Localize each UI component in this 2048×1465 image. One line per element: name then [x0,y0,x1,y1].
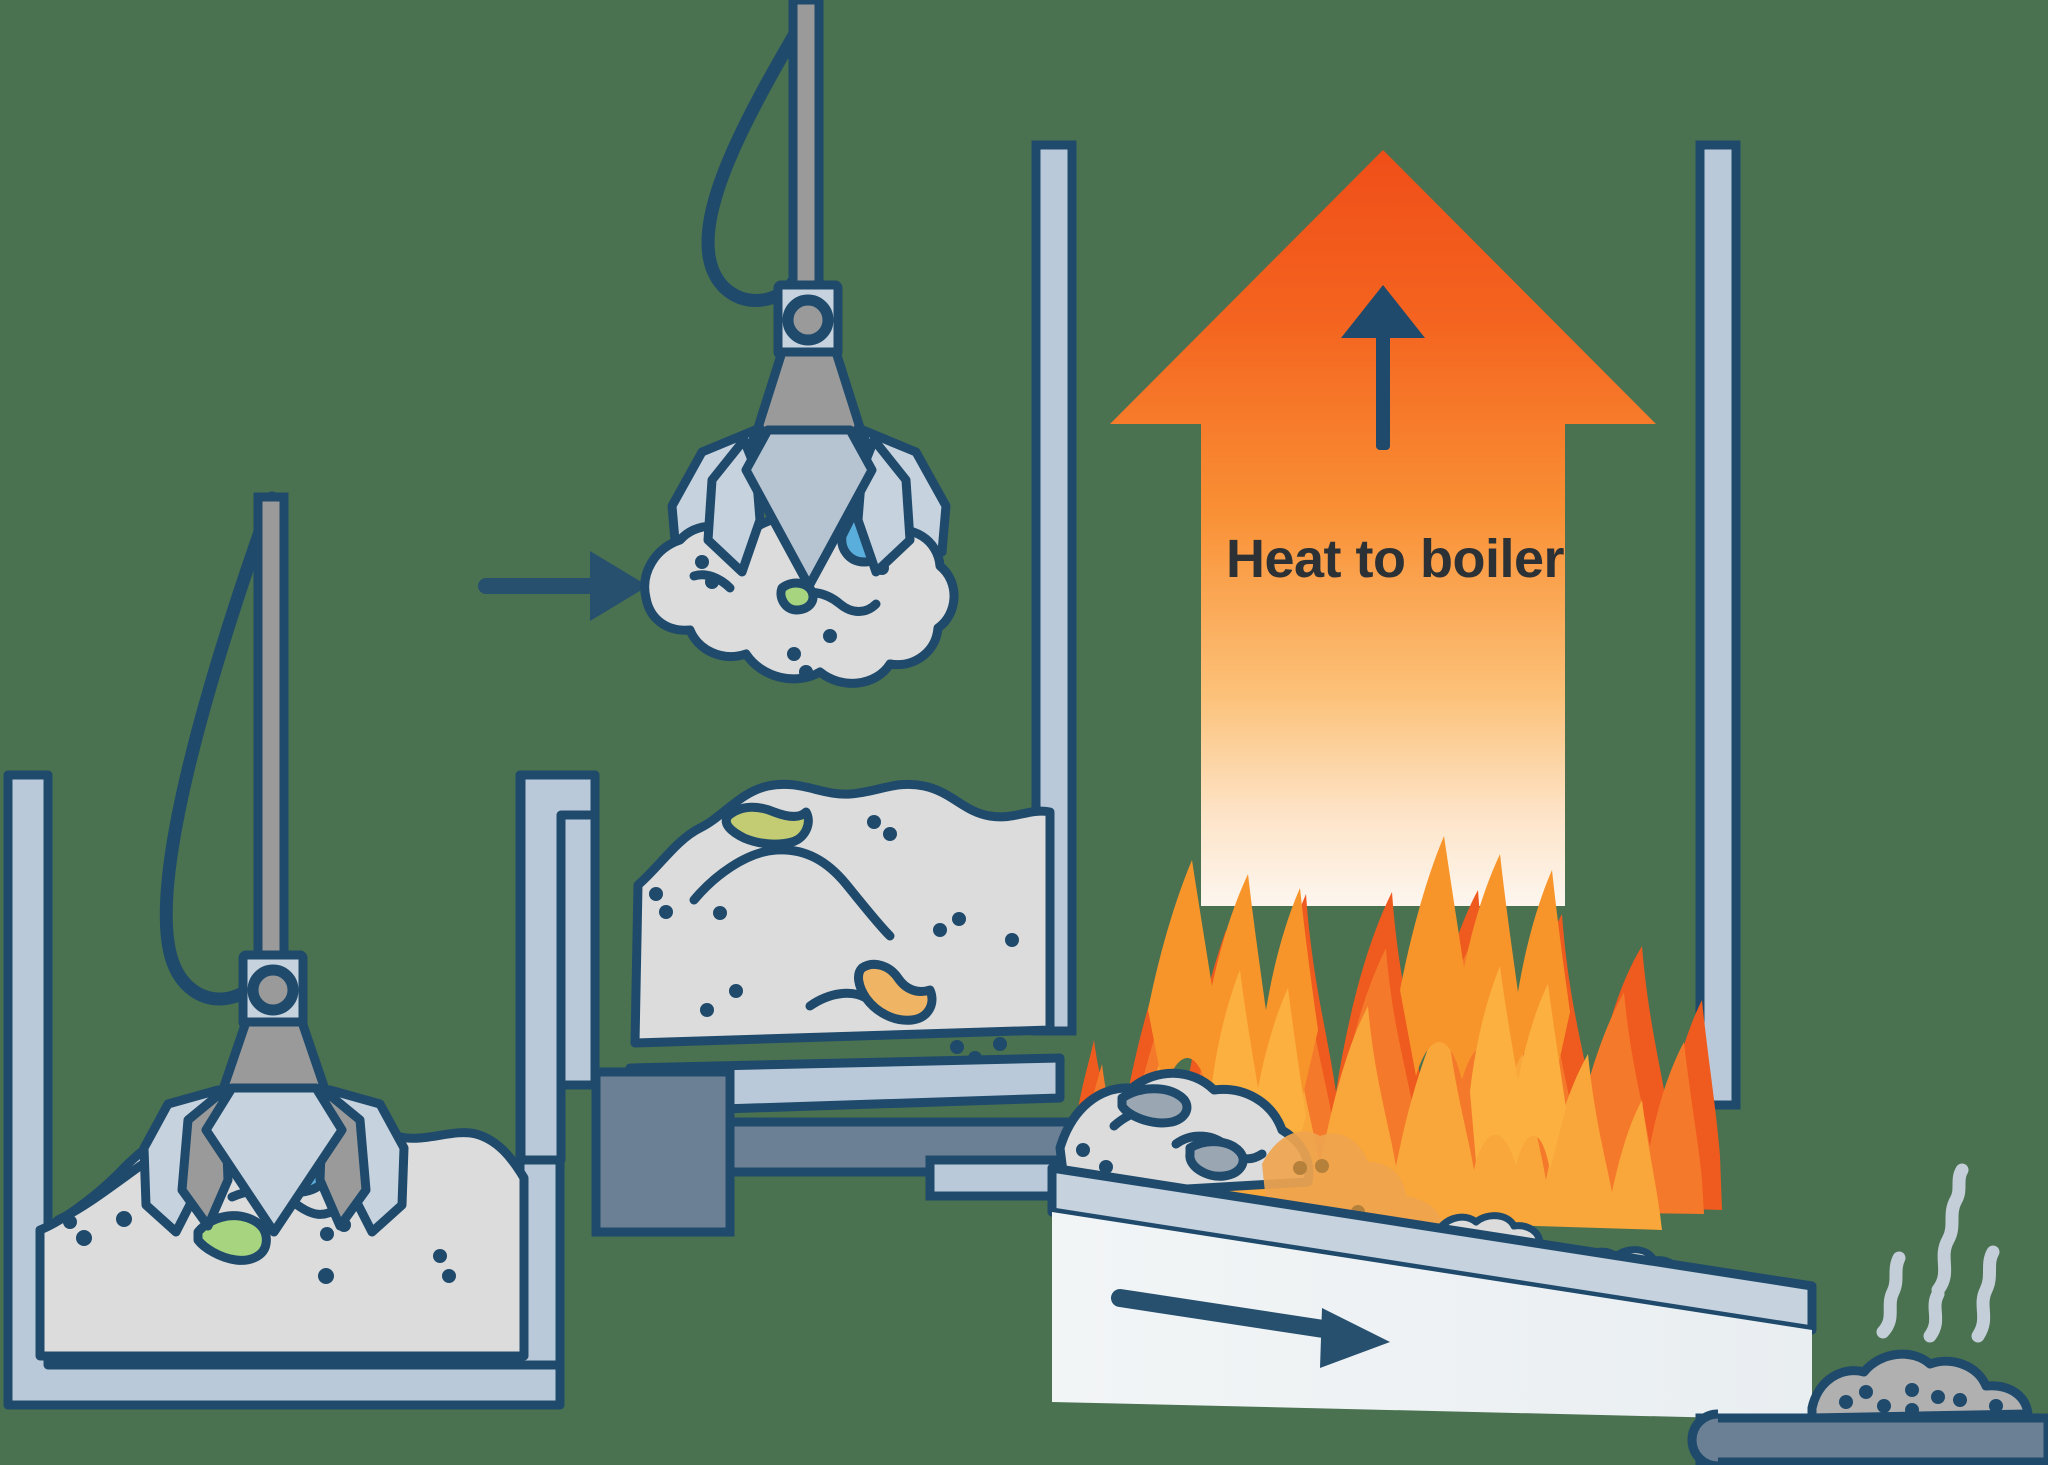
crane-pulley-wheel [247,964,299,1016]
ash-dot [1859,1385,1873,1399]
grab-center-spike [201,1083,347,1237]
debris-dot [713,906,727,920]
crane-cable-loop [159,491,279,1006]
grab2-plastic-green [776,578,818,615]
ember-dot [1293,1161,1307,1175]
debris-dot [442,1269,456,1283]
ash-dot [1877,1399,1891,1413]
ash-dot [1905,1383,1919,1397]
hopper-plastic-orange [854,959,937,1025]
ash-conveyor-belt [1695,1413,2048,1465]
flame-inner-light-b [1470,966,1566,1170]
grab2-pulley-wheel [782,294,834,346]
debris-dot [76,1230,92,1246]
flame-spears-right [1400,836,1570,1094]
ash-conveyor-roller [1687,1409,1719,1465]
debris-dot [933,923,947,937]
crane-mast [253,492,289,970]
debris-dot [705,575,719,589]
ash-dot [1989,1399,2003,1413]
debris-dot [952,912,966,926]
grab2-mast [788,0,824,305]
heat-arrow-shape [1110,150,1656,906]
steam-wisp-mid [1931,1163,1969,1297]
plastic-item-green [193,1211,271,1265]
debris-dot [433,1249,447,1263]
bottom-ash-pile [1807,1349,2033,1423]
transfer-arrow [478,551,648,621]
moving-grate[interactable] [1047,1163,1817,1420]
debris-dot [1099,1160,1113,1174]
debris-dot [1005,933,1019,947]
debris-dot [883,827,897,841]
furnace-throat-plate [925,1155,1065,1201]
ash-dot [1931,1390,1945,1404]
debris-dot [318,1268,334,1284]
grate-arrow-shaft [1111,1289,1339,1339]
hopper-waste-heap [630,779,1055,1048]
steam-wisp-mid-low [1923,1287,1945,1343]
heat-to-boiler-label: Heat to boiler [1226,529,1565,589]
crane-grab-open[interactable] [139,491,409,1237]
hopper-waste-charge [630,779,1055,1065]
hopper-left-wall-inner [516,770,600,1165]
debris-dot [63,1215,77,1229]
debris-dot [1076,1143,1090,1157]
debris-dot [320,1227,334,1241]
debris-dot [993,1037,1007,1051]
grate-arrow-head [1320,1308,1390,1368]
transfer-arrow-head [590,551,648,621]
debris-dot [950,1040,964,1054]
ember-dot [1315,1159,1329,1173]
debris-dot [649,887,663,901]
hopper-waste-contour-a [689,845,895,941]
debris-dot [659,905,673,919]
ram-block [591,1067,735,1237]
debris-dot [799,665,813,679]
grab2-cable-loop [701,1,817,307]
hopper-plastic-olive [721,802,813,849]
debris-dot [729,984,743,998]
heat-inner-arrow-head [1341,285,1425,338]
ash-dot [1953,1393,1967,1407]
debris-dot [867,815,881,829]
furnace-wall-right [1695,140,1741,1110]
grab2-center-spike [741,425,877,591]
waste-bed-metal-a [1117,1084,1192,1128]
steam-wisp-right [1971,1245,2000,1343]
crane-grab-closed[interactable] [640,0,959,688]
steam-wisp-left [1876,1251,1906,1339]
debris-dot [787,647,801,661]
grate-travel-arrow [1111,1289,1390,1368]
debris-dot [116,1211,132,1227]
ash-discharge [1687,1163,2048,1465]
waste-bed-metal-b [1185,1137,1248,1181]
heat-arrow [1110,150,1656,906]
grate-front-face [1052,1212,1812,1420]
feed-hopper [516,770,1065,1165]
debris-dot [823,629,837,643]
transfer-arrow-shaft [478,578,600,594]
ash-dot [1839,1395,1853,1409]
debris-dot [700,1003,714,1017]
debris-dot [695,555,709,569]
grab2-body [751,347,867,439]
